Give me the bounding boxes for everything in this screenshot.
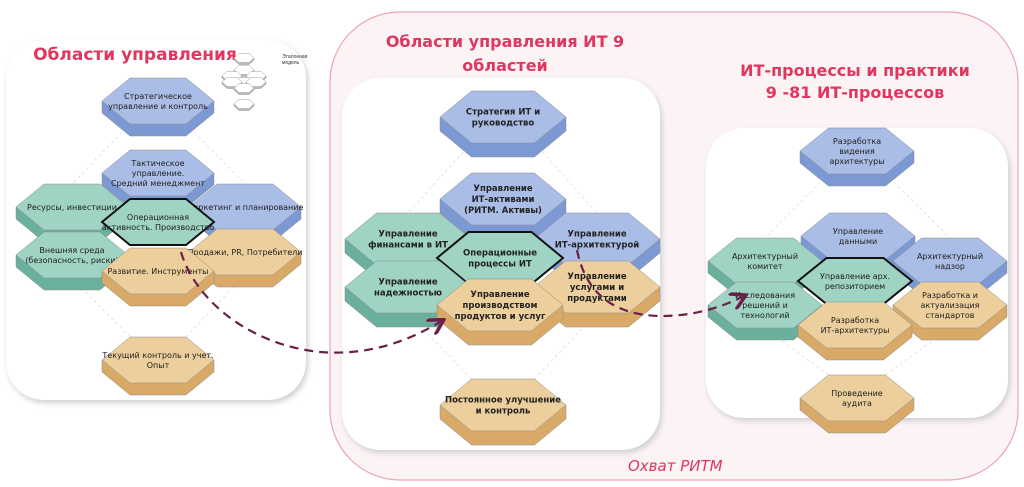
connector-arrow-2 (575, 249, 742, 318)
hex-label: Внешняя среда(безопасность, риски) (25, 246, 118, 265)
hex-label: Текущий контроль и учет.Опыт (101, 351, 213, 370)
hex-label: Маркетинг и планирование (187, 203, 304, 212)
ritm-scope-label: Охват РИТМ (628, 457, 723, 475)
guide-lines (407, 142, 598, 380)
panel-2: Области управления ИТ 9 областейСтратегия… (342, 32, 662, 453)
panel-title: Области управления ИТ 9 (386, 32, 624, 51)
panel-3: ИТ-процессы и практики 9 -81 ИТ-процессов… (706, 61, 1010, 434)
panel-title: областей (462, 56, 548, 75)
panel-title: Области управления (33, 45, 237, 65)
hex-area: Внешняя среда(безопасность, риски) (15, 231, 129, 291)
connector-arrow-1 (179, 251, 440, 354)
hex-area: Ресурсы, инвестиции (15, 183, 129, 243)
hex-label: Развитие. Инструменты (107, 267, 208, 276)
hex-area: Продажи, PR, Потребители (188, 228, 303, 288)
hex-label: Ресурсы, инвестиции (27, 203, 117, 212)
hex-area: Текущий контроль и учет.Опыт (101, 336, 215, 396)
hex-label: Управление арх.репозиторием (820, 272, 890, 291)
hex-label: Продажи, PR, Потребители (188, 248, 303, 257)
hex-area: Развитие. Инструменты (101, 247, 215, 307)
panel-title: ИТ-процессы и практики (740, 61, 970, 80)
panel-title: 9 -81 ИТ-процессов (766, 83, 944, 102)
reference-model-icon (221, 53, 267, 111)
